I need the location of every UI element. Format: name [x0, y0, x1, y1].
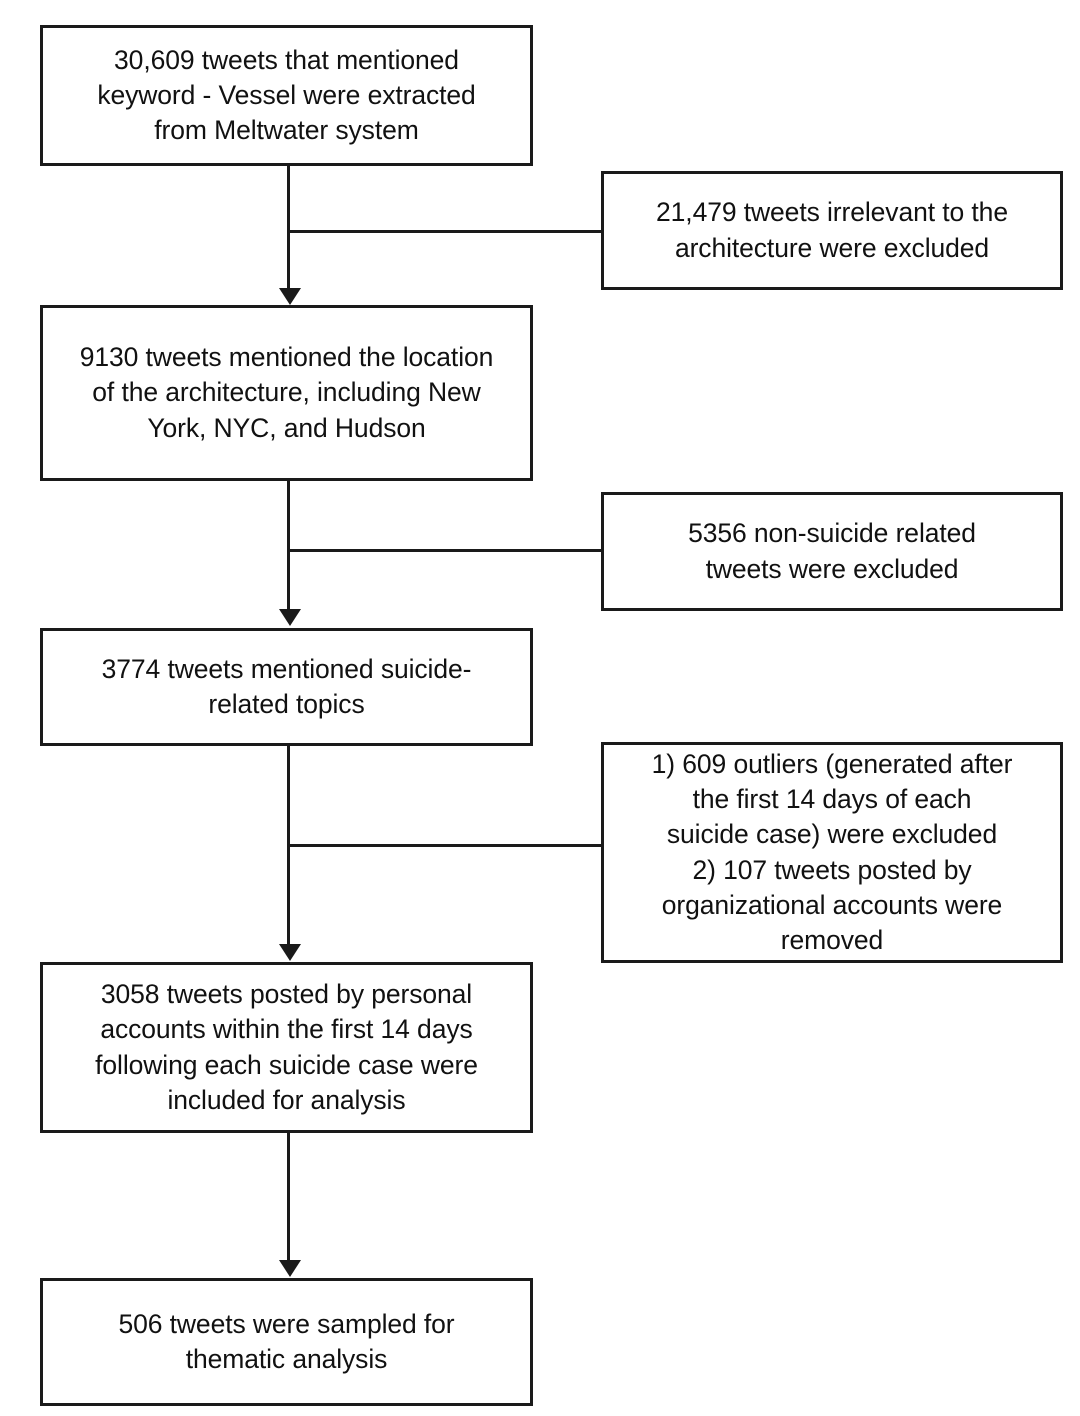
node-tweets-sampled: 506 tweets were sampled for thematic ana… — [40, 1278, 533, 1406]
connector-branch-irrelevant — [287, 230, 601, 233]
node-tweets-personal-accounts: 3058 tweets posted by personal accounts … — [40, 962, 533, 1133]
arrowhead-location — [279, 288, 301, 305]
arrowhead-suicide — [279, 609, 301, 626]
node-excluded-non-suicide: 5356 non-suicide related tweets were exc… — [601, 492, 1063, 611]
node-excluded-outliers-and-organizational-label: 1) 609 outliers (generated after the fir… — [651, 748, 1013, 955]
node-tweets-location: 9130 tweets mentioned the location of th… — [40, 305, 533, 481]
connector-branch-outliers — [287, 844, 601, 847]
node-tweets-extracted-label: 30,609 tweets that mentioned keyword - V… — [97, 44, 476, 146]
node-tweets-personal-accounts-label: 3058 tweets posted by personal accounts … — [95, 979, 478, 1115]
arrowhead-personal — [279, 944, 301, 961]
node-excluded-non-suicide-label: 5356 non-suicide related tweets were exc… — [688, 518, 976, 584]
node-tweets-sampled-label: 506 tweets were sampled for thematic ana… — [118, 1308, 455, 1374]
connector-personal-to-sampled — [287, 1133, 290, 1261]
node-tweets-suicide-related-label: 3774 tweets mentioned suicide- related t… — [101, 653, 472, 719]
node-tweets-location-label: 9130 tweets mentioned the location of th… — [79, 342, 494, 443]
node-excluded-outliers-and-organizational: 1) 609 outliers (generated after the fir… — [601, 742, 1063, 963]
connector-branch-nonsuicide — [287, 549, 601, 552]
node-excluded-irrelevant-label: 21,479 tweets irrelevant to the architec… — [656, 197, 1008, 263]
node-excluded-irrelevant: 21,479 tweets irrelevant to the architec… — [601, 171, 1063, 290]
connector-location-to-suicide — [287, 481, 290, 611]
node-tweets-suicide-related: 3774 tweets mentioned suicide- related t… — [40, 628, 533, 746]
connector-extracted-to-location — [287, 166, 290, 290]
node-tweets-extracted: 30,609 tweets that mentioned keyword - V… — [40, 25, 533, 166]
arrowhead-sampled — [279, 1260, 301, 1277]
